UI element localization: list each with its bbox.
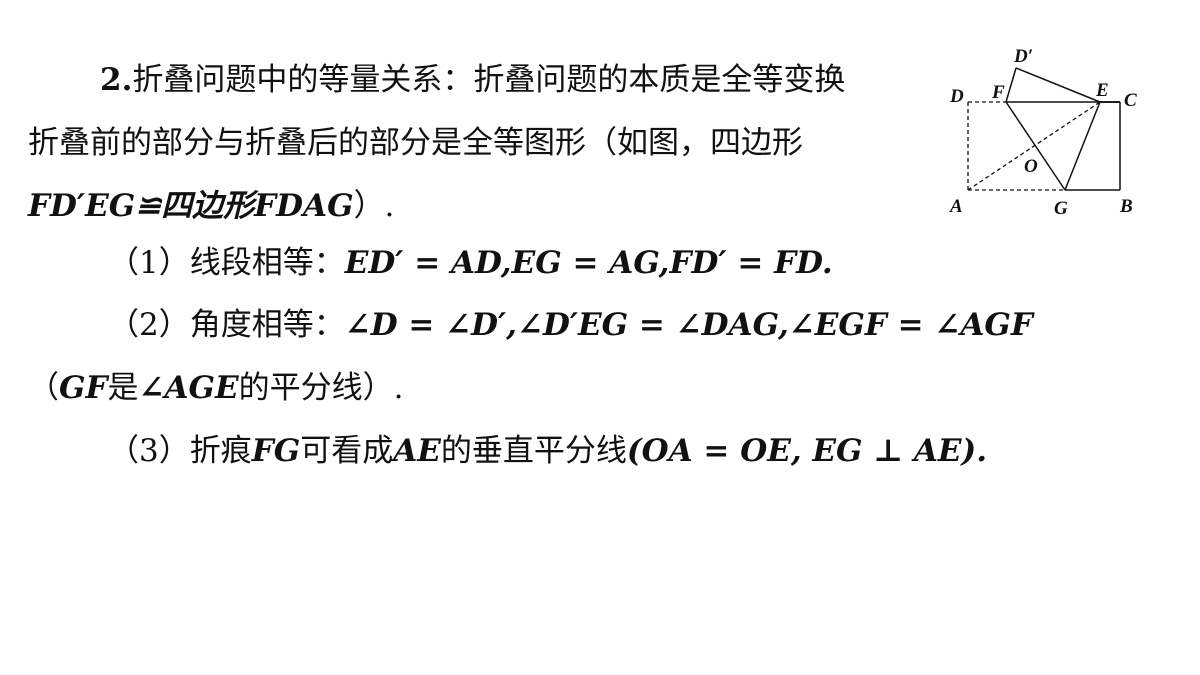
label-d: D — [949, 86, 964, 107]
edge-fd-prime — [1005, 67, 1017, 103]
item-angles-equal-continued: （GF是∠AGE的平分线）. — [28, 368, 403, 408]
cont-text-1: 是 — [107, 370, 139, 406]
item-fold-crease: （3）折痕FG可看成AE的垂直平分线(OA = OE, EG ⊥ AE). — [108, 431, 987, 471]
item-angles-equal: （2）角度相等：∠D = ∠D′,∠D′EG = ∠DAG,∠EGF = ∠AG… — [108, 305, 1033, 345]
item-3-math-ae: AE — [393, 433, 441, 469]
item-1-label: （1）线段相等： — [108, 245, 345, 281]
item-3-math-fg: FG — [251, 433, 301, 469]
label-o: O — [1024, 156, 1038, 177]
item-3-math-condition: (OA = OE, EG ⊥ AE). — [626, 433, 987, 469]
item-3-text-2: 的垂直平分线 — [440, 433, 627, 469]
label-f: F — [991, 82, 1005, 103]
item-1-math: ED′ = AD,EG = AG,FD′ = FD. — [344, 245, 833, 281]
label-a: A — [949, 196, 963, 217]
cont-open: （ — [28, 370, 59, 406]
folding-diagram: D′ D F E C O A G B — [949, 46, 1137, 219]
edge-eg — [1064, 101, 1101, 191]
item-2-math: ∠D = ∠D′,∠D′EG = ∠DAG,∠EGF = ∠AGF — [344, 307, 1033, 343]
heading-title: 折叠问题中的等量关系：折叠问题的本质是全等变换 — [132, 62, 846, 98]
congruence-statement: FD′EG≌四边形FDAG — [28, 188, 354, 224]
edge-d-prime-e — [1015, 67, 1101, 103]
heading-number: 2. — [100, 62, 133, 98]
label-b: B — [1119, 196, 1133, 217]
item-2-label: （2）角度相等： — [108, 307, 345, 343]
item-3-text-1: 可看成 — [300, 433, 394, 469]
heading-line-3-end: ）. — [353, 188, 395, 224]
heading-line-1: 2.折叠问题中的等量关系：折叠问题的本质是全等变换 — [100, 60, 845, 100]
item-3-label: （3）折痕 — [108, 433, 252, 469]
label-c: C — [1124, 90, 1137, 111]
diagonal-ae-dashed — [967, 101, 1101, 191]
cont-math-gf: GF — [59, 370, 108, 406]
heading-line-2: 折叠前的部分与折叠后的部分是全等图形（如图，四边形 — [28, 125, 803, 161]
label-g: G — [1054, 198, 1068, 219]
crease-fg — [1005, 101, 1066, 191]
label-d-prime: D′ — [1013, 46, 1033, 67]
cont-math-angle: ∠AGE — [138, 370, 239, 406]
cont-text-2: 的平分线）. — [238, 370, 404, 406]
item-segments-equal: （1）线段相等：ED′ = AD,EG = AG,FD′ = FD. — [108, 243, 833, 283]
label-e: E — [1095, 80, 1109, 101]
heading-line-3: FD′EG≌四边形FDAG）. — [28, 186, 394, 226]
